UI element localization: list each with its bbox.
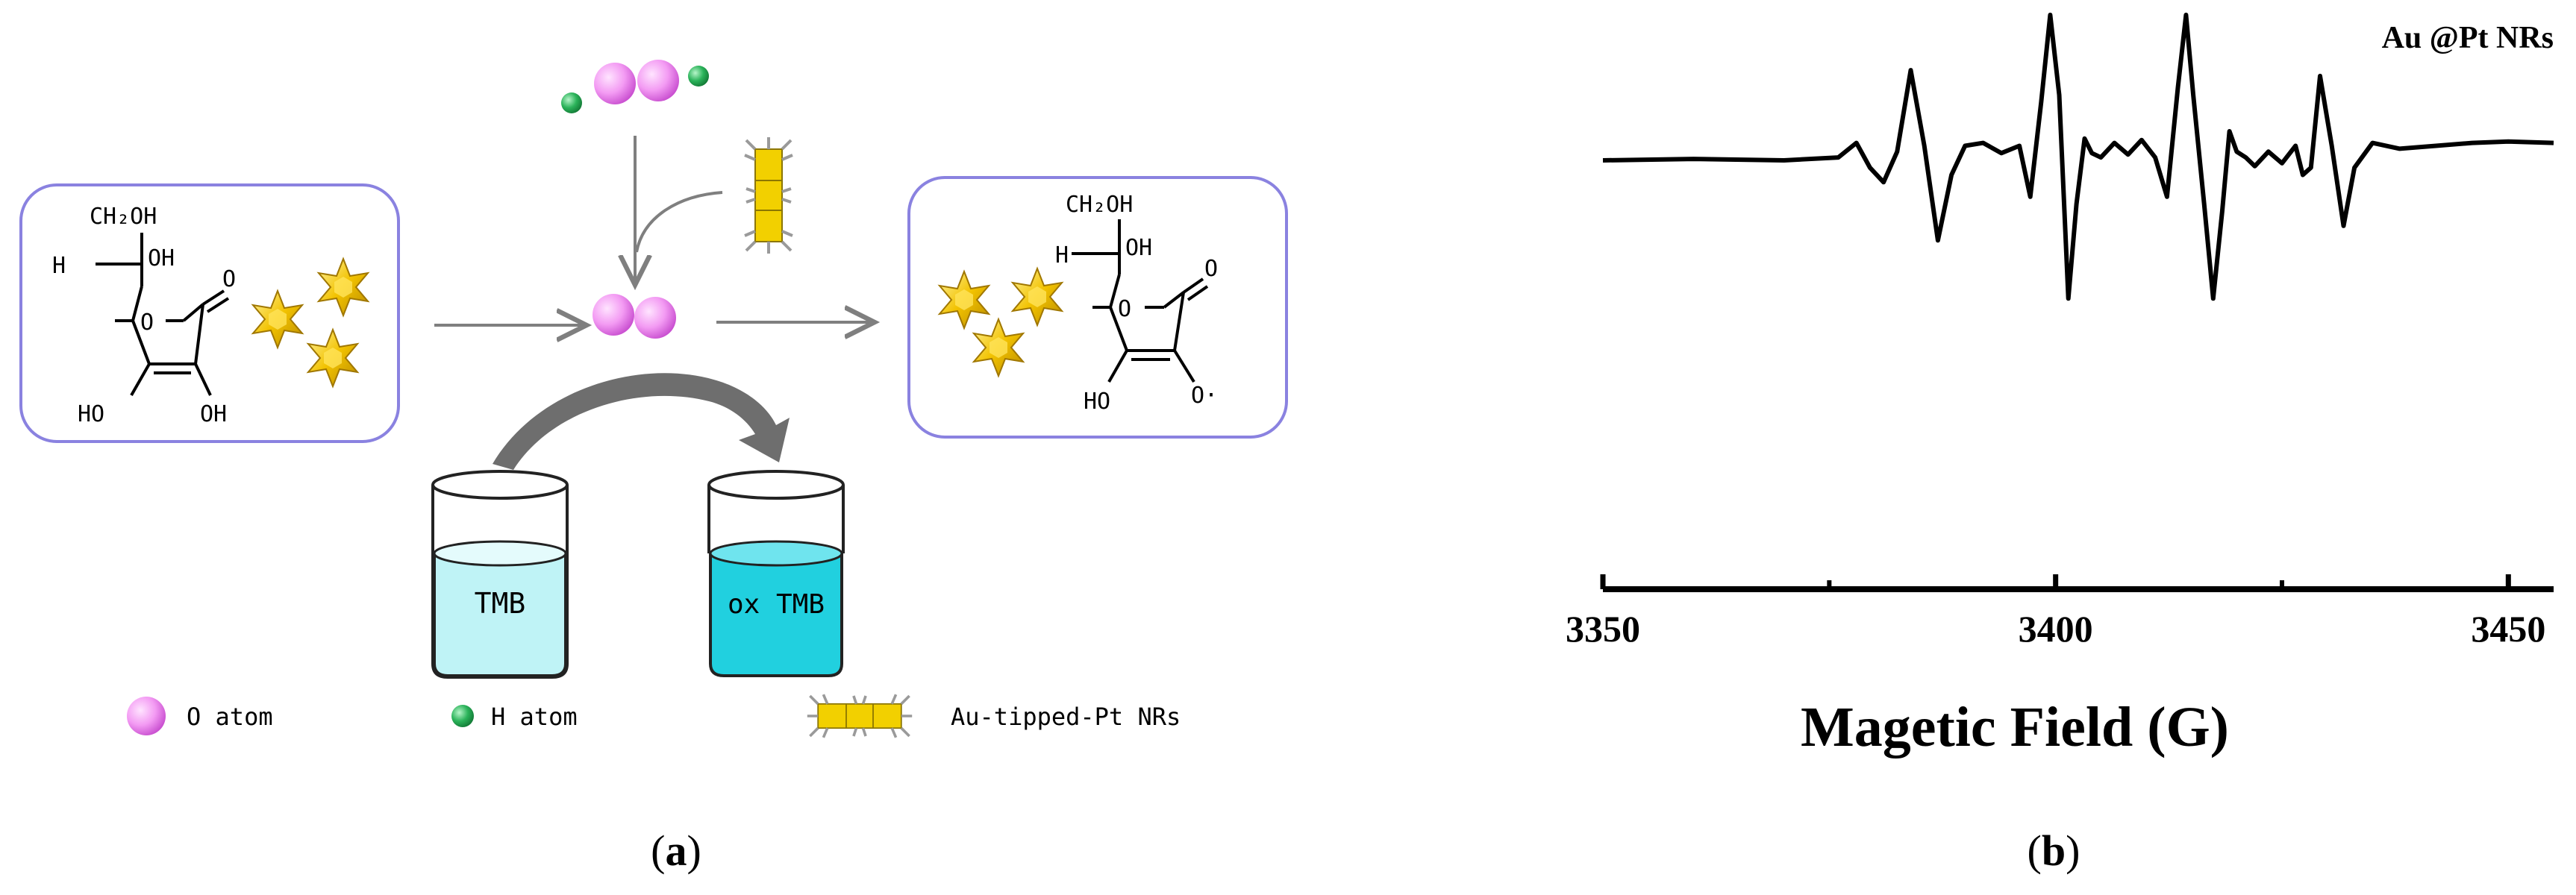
reactant-ch2oh-label: CH₂OH	[90, 204, 157, 230]
reactant-oh-side-label: OH	[148, 245, 175, 271]
o2-h-molecule-icon	[561, 60, 709, 113]
product-oh-side-label: OH	[1125, 235, 1152, 261]
beaker-label-tmb: TMB	[475, 587, 526, 620]
dehydroascorbate-radical-structure	[1072, 219, 1209, 383]
product-ch2oh-label: CH₂OH	[1066, 192, 1133, 218]
reactant-oh-label: OH	[200, 401, 227, 427]
x-axis-ticks: 3350 3400 3450	[1566, 574, 2545, 650]
beaker-label-ox-tmb: ox TMB	[728, 589, 825, 620]
reactant-ring-o-label: O	[140, 310, 154, 336]
product-box: CH₂OH H OH O O HO O·	[907, 176, 1288, 439]
spectrum-annotation: Au @Pt NRs	[2382, 21, 2554, 55]
panel-b-epr-spectrum: 3350 3400 3450 Au @Pt NRs Magetic Field (G…	[1566, 13, 2554, 875]
x-tick-label: 3450	[2471, 608, 2545, 650]
x-tick-label: 3350	[1566, 608, 1640, 650]
o2-molecule-icon	[593, 294, 676, 339]
product-ho-label: HO	[1084, 389, 1110, 415]
panel-a-label: (a)	[651, 826, 701, 875]
x-axis-title: Magetic Field (G)	[1801, 696, 2229, 759]
panel-a-scheme: CH₂OH H OH O O HO OH	[19, 60, 1288, 875]
reactant-carbonyl-o-label: O	[222, 266, 236, 292]
reactant-h-label: H	[52, 253, 66, 279]
ascorbic-acid-structure	[96, 233, 230, 396]
legend: O atom H atom Au-tipped-Pt NRs	[127, 693, 1181, 739]
reactant-ho-label: HO	[78, 401, 104, 427]
epr-plot-area: 3350 3400 3450	[1566, 13, 2554, 650]
reactant-box: CH₂OH H OH O O HO OH	[19, 183, 400, 443]
catalysis-arrow	[635, 136, 723, 282]
product-carbonyl-o-label: O	[1204, 256, 1218, 282]
legend-o-atom: O atom	[187, 703, 273, 731]
product-h-label: H	[1055, 242, 1069, 268]
oxidation-curved-arrow	[493, 373, 790, 470]
nanorod-legend-icon	[806, 693, 913, 739]
panel-b-label: (b)	[2028, 826, 2081, 875]
tmb-beaker: TMB	[431, 470, 569, 679]
legend-nrs: Au-tipped-Pt NRs	[951, 703, 1181, 731]
epr-series-line	[1602, 13, 2554, 301]
product-o-radical-label: O·	[1191, 383, 1218, 409]
product-ring-o-label: O	[1118, 296, 1131, 322]
x-tick-label: 3400	[2019, 608, 2093, 650]
nanorod-catalyst-icon	[743, 136, 794, 255]
h-atom-legend-icon	[451, 705, 474, 727]
o-atom-legend-icon	[127, 697, 166, 735]
ox-tmb-beaker: ox TMB	[707, 470, 845, 677]
legend-h-atom: H atom	[491, 703, 578, 731]
